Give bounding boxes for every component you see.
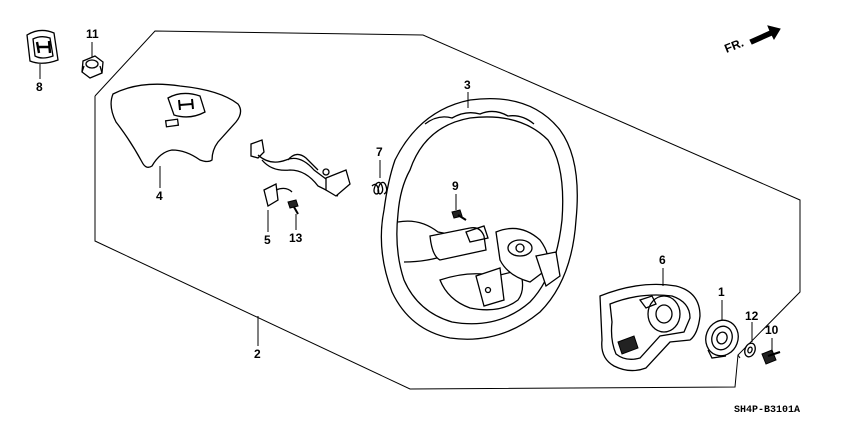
- callout-3: 3: [464, 78, 471, 92]
- screw-part-13: [287, 199, 299, 215]
- callout-8: 8: [36, 80, 43, 94]
- honda-h-emblem-icon: [26, 29, 59, 64]
- horn-pad-cover-part-4: [110, 83, 242, 168]
- callout-1: 1: [718, 285, 725, 299]
- nut-part-11: [81, 55, 104, 79]
- callout-13: 13: [289, 231, 303, 245]
- cable-reel-part-1: [705, 319, 739, 359]
- callout-7: 7: [376, 145, 383, 159]
- assembly-boundary-lower: [94, 96, 739, 390]
- bolt-part-9: [451, 209, 467, 221]
- callout-10: 10: [765, 323, 779, 337]
- diagram-code: SH4P-B3101A: [734, 405, 800, 416]
- callout-12: 12: [745, 309, 759, 323]
- direction-label: FR.: [722, 36, 745, 56]
- callout-2: 2: [254, 347, 261, 361]
- bolt-part-10: [761, 349, 781, 365]
- callout-5: 5: [264, 233, 271, 247]
- callout-4: 4: [156, 189, 163, 203]
- wire-harness-part-5: [250, 139, 351, 208]
- steering-wheel-part-3: [380, 97, 578, 340]
- lower-cover-part-6: [599, 283, 701, 372]
- callout-9: 9: [452, 179, 459, 193]
- callout-6: 6: [659, 253, 666, 267]
- callout-11: 11: [86, 27, 99, 41]
- washer-part-12: [744, 342, 756, 358]
- forward-arrow-icon: FR.: [722, 25, 781, 56]
- spring-part-7: [371, 181, 388, 195]
